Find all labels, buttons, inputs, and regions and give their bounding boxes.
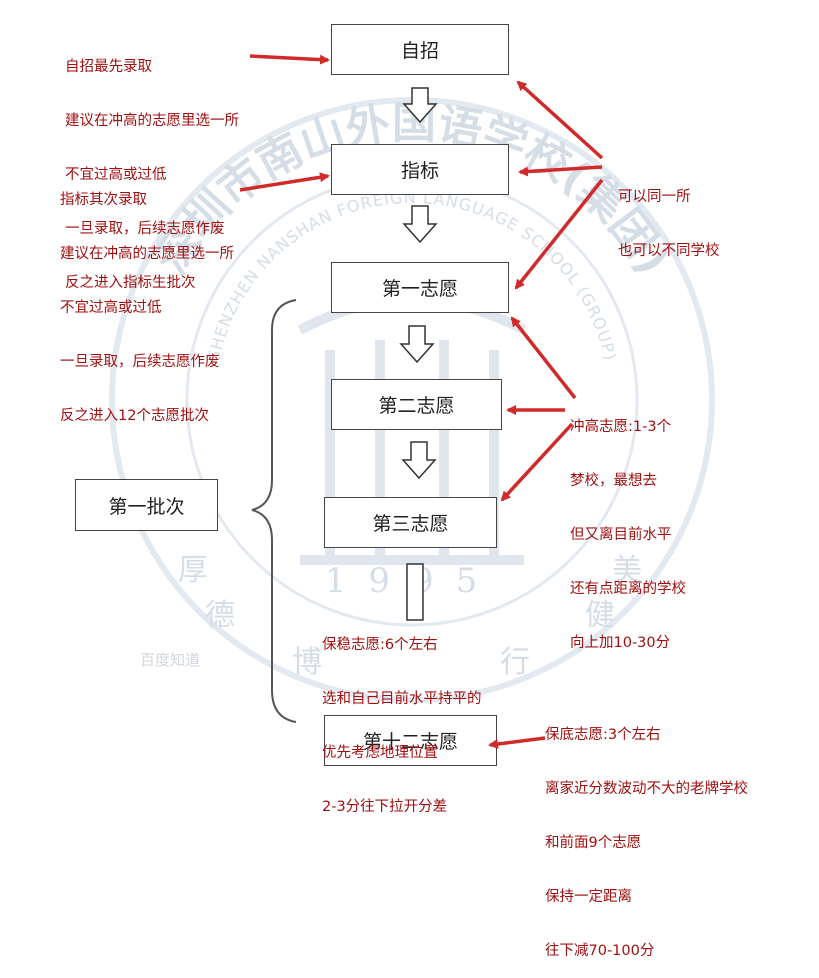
note-zizhao: 自招最先录取 建议在冲高的志愿里选一所 不宜过高或过低 一旦录取，后续志愿作废 … (65, 22, 239, 310)
box-batch-1: 第一批次 (75, 479, 218, 531)
note-chonggao: 冲高志愿:1-3个 梦校，最想去 但又离目前水平 还有点距离的学校 向上加10-… (570, 382, 686, 670)
arrow-chonggao-to-vol1 (510, 316, 577, 400)
note-line: 不宜过高或过低 (65, 167, 167, 183)
note-same-school: 可以同一所 也可以不同学校 (618, 152, 720, 278)
diagram-connectors (239, 54, 604, 749)
note-zhibiao: 指标其次录取 建议在冲高的志愿里选一所 不宜过高或过低 一旦录取，后续志愿作废 … (60, 155, 234, 443)
down-arrow-icon (402, 87, 438, 124)
note-line: 往下减70-100分 (545, 943, 655, 959)
down-arrow-icon (401, 441, 437, 480)
note-line: 还有点距离的学校 (570, 581, 686, 597)
box-volunteer-2: 第二志愿 (331, 379, 502, 430)
note-line: 不宜过高或过低 (60, 300, 162, 316)
note-line: 指标其次录取 (60, 192, 147, 208)
arrow-chonggao-to-vol3 (500, 422, 574, 502)
note-line: 选和自己目前水平持平的 (322, 691, 482, 707)
note-line: 梦校，最想去 (570, 473, 657, 489)
arrow-same-to-vol1 (514, 178, 604, 290)
box-volunteer-1: 第一志愿 (331, 262, 509, 313)
note-line: 也可以不同学校 (618, 243, 720, 259)
batch-brace (251, 299, 297, 723)
note-baowen: 保稳志愿:6个左右 选和自己目前水平持平的 优先考虑地理位置 2-3分往下拉开分… (322, 600, 482, 834)
note-line: 优先考虑地理位置 (322, 745, 438, 761)
note-line: 可以同一所 (618, 189, 691, 205)
arrow-baodi-to-vol12 (488, 736, 546, 749)
note-line: 建议在冲高的志愿里选一所 (60, 246, 234, 262)
note-line: 2-3分往下拉开分差 (322, 799, 448, 815)
box-volunteer-12: 第十二志愿 (324, 715, 497, 766)
note-baodi: 保底志愿:3个左右 离家近分数波动不大的老牌学校 和前面9个志愿 保持一定距离 … (545, 690, 748, 978)
note-line: 反之进入12个志愿批次 (60, 408, 209, 424)
note-line: 保稳志愿:6个左右 (322, 637, 438, 653)
down-arrow-icon (399, 325, 435, 364)
box-volunteer-3: 第三志愿 (324, 497, 497, 548)
note-line: 一旦录取，后续志愿作废 (65, 221, 225, 237)
note-line: 向上加10-30分 (570, 635, 671, 651)
note-line: 离家近分数波动不大的老牌学校 (545, 781, 748, 797)
down-arrow-icon (406, 563, 424, 621)
note-line: 保底志愿:3个左右 (545, 727, 661, 743)
note-line: 保持一定距离 (545, 889, 632, 905)
note-line: 和前面9个志愿 (545, 835, 642, 851)
box-zhibiao: 指标 (331, 144, 509, 195)
arrow-zizhao-note (249, 54, 330, 65)
arrow-zhibiao-note (239, 172, 330, 192)
note-line: 一旦录取，后续志愿作废 (60, 354, 220, 370)
box-zizhao: 自招 (331, 24, 509, 75)
note-line: 反之进入指标生批次 (65, 275, 196, 291)
down-arrow-icon (402, 205, 438, 244)
note-line: 冲高志愿:1-3个 (570, 419, 672, 435)
note-line: 建议在冲高的志愿里选一所 (65, 113, 239, 129)
arrow-same-to-zhibiao (518, 165, 603, 177)
note-line: 但又离目前水平 (570, 527, 672, 543)
arrow-same-to-zizhao (516, 80, 604, 160)
note-line: 自招最先录取 (65, 59, 152, 75)
